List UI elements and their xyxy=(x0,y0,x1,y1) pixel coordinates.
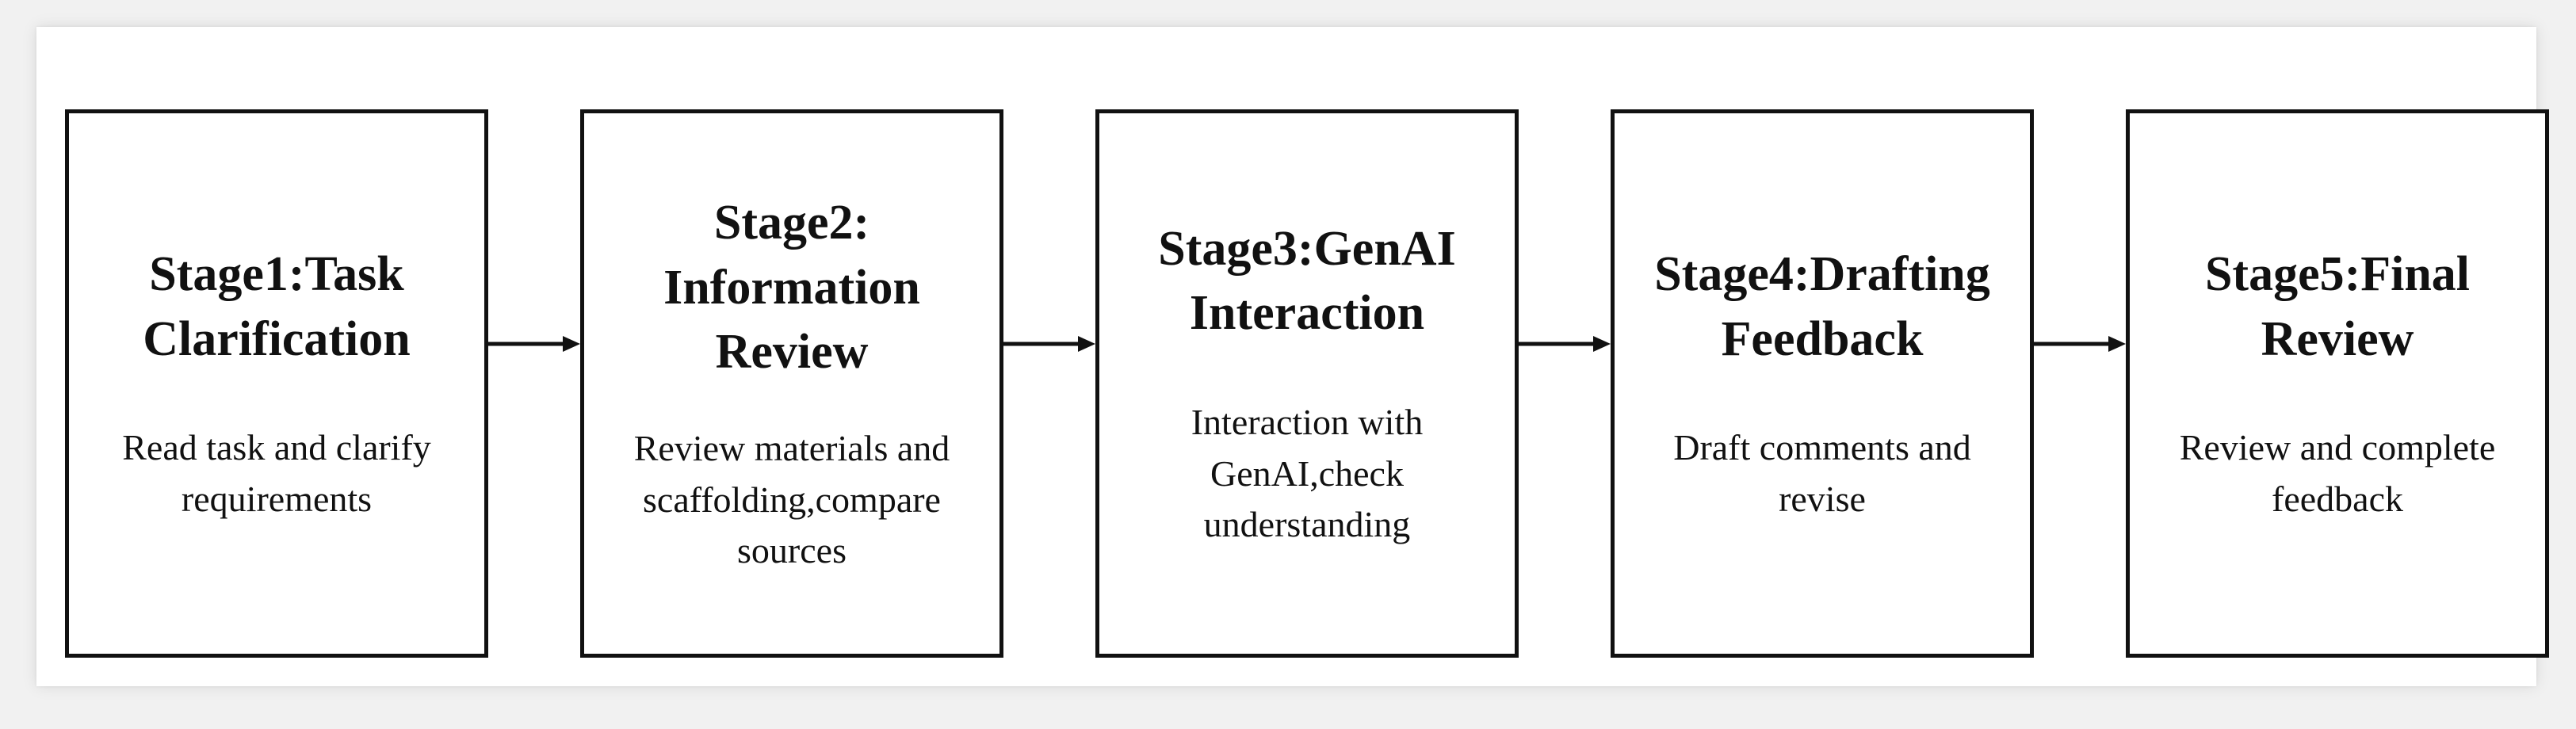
stage-3-box: Stage3:GenAI Interaction Interaction wit… xyxy=(1095,109,1519,658)
stage-1-box: Stage1:Task Clarification Read task and … xyxy=(65,109,488,658)
stage-3-title: Stage3:GenAI Interaction xyxy=(1158,217,1455,347)
stage-1-description: Read task and clarify requirements xyxy=(122,427,431,519)
stage-5-title-line2: Review xyxy=(2261,311,2414,366)
stage-5-description: Review and complete feedback xyxy=(2179,427,2496,519)
stage-2-title: Stage2: Information Review xyxy=(663,191,920,385)
stage-5-box: Stage5:Final Review Review and complete … xyxy=(2126,109,2549,658)
arrow-3-icon xyxy=(1519,336,1611,352)
stage-4-title-line1: Stage4:Drafting xyxy=(1654,246,1990,301)
stage-2-description: Review materials and scaffolding,compare… xyxy=(633,428,950,571)
stage-3-title-line2: Interaction xyxy=(1189,286,1425,341)
stage-5-title-line1: Stage5:Final xyxy=(2204,246,2471,301)
stage-4-description: Draft comments and revise xyxy=(1673,427,1971,519)
stage-2-title-line2: Information xyxy=(663,260,920,315)
stage-3-title-line1: Stage3:GenAI xyxy=(1158,221,1456,276)
arrow-2-icon xyxy=(1003,336,1095,352)
stage-4-title: Stage4:Drafting Feedback xyxy=(1654,242,1990,372)
stage-3-description: Interaction with GenAI,check understandi… xyxy=(1191,402,1424,545)
stage-2-box: Stage2: Information Review Review materi… xyxy=(580,109,1003,658)
arrow-1-icon xyxy=(488,336,580,352)
stage-2-title-line3: Review xyxy=(715,325,869,380)
stage-1-title-line2: Clarification xyxy=(143,311,411,366)
stage-4-title-line2: Feedback xyxy=(1721,311,1924,366)
stage-2-title-line1: Stage2: xyxy=(713,195,870,250)
diagram-card: Stage1:Task Clarification Read task and … xyxy=(36,27,2549,686)
stage-1-title-line1: Stage1:Task xyxy=(149,246,404,301)
stage-4-box: Stage4:Drafting Feedback Draft comments … xyxy=(1611,109,2034,658)
stage-5-title: Stage5:Final Review xyxy=(2205,242,2470,372)
arrow-4-icon xyxy=(2034,336,2126,352)
stage-1-title: Stage1:Task Clarification xyxy=(143,242,411,372)
